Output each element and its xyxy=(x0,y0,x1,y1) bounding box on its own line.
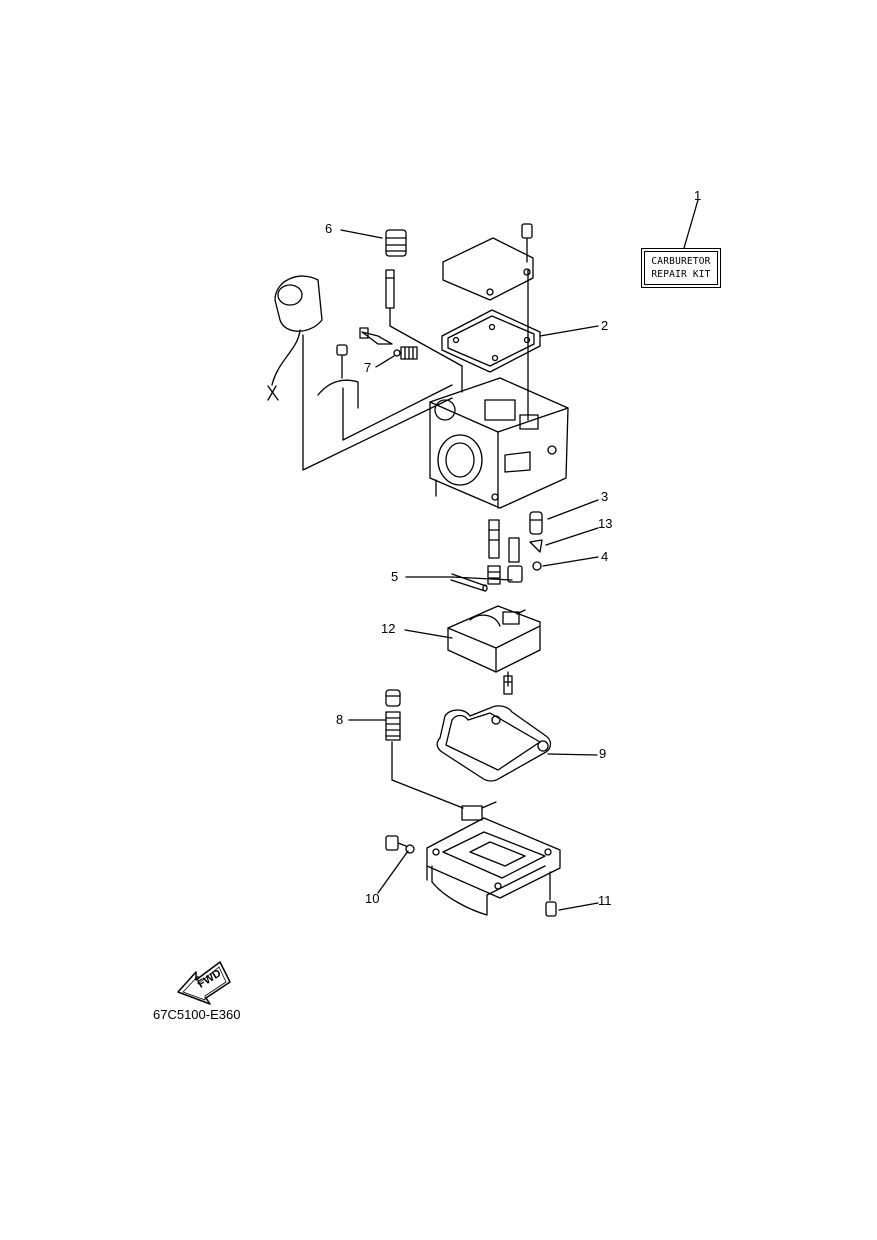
leader-lines xyxy=(340,199,699,911)
callout-11: 11 xyxy=(598,893,612,908)
callout-8: 8 xyxy=(336,712,344,727)
part-5-pin xyxy=(450,573,488,592)
part-float-bowl xyxy=(426,801,561,916)
callout-10: 10 xyxy=(365,891,380,906)
part-top-cover xyxy=(442,223,534,301)
callout-2: 2 xyxy=(601,318,609,333)
part-13-clip xyxy=(529,539,543,553)
callout-4: 4 xyxy=(601,549,609,564)
callout-9: 9 xyxy=(599,746,607,761)
callout-5: 5 xyxy=(391,569,399,584)
part-10-bolt xyxy=(385,835,415,854)
callout-3: 3 xyxy=(601,489,609,504)
part-jets xyxy=(487,519,523,585)
callout-13: 13 xyxy=(598,516,613,531)
part-11-drain-screw xyxy=(545,901,557,917)
repair-kit-line2: REPAIR KIT xyxy=(651,269,711,280)
part-choke-assembly xyxy=(267,275,418,409)
part-3-needle-valve xyxy=(529,511,543,535)
repair-kit-inner: CARBURETOR REPAIR KIT xyxy=(644,251,718,285)
repair-kit-line1: CARBURETOR xyxy=(651,256,711,267)
part-4-screw xyxy=(532,561,542,571)
callout-1: 1 xyxy=(694,188,702,203)
callout-12: 12 xyxy=(381,621,396,636)
callout-7: 7 xyxy=(364,360,372,375)
fwd-arrow-icon xyxy=(177,961,231,1005)
diagram-code: 67C5100-E360 xyxy=(153,1007,241,1022)
repair-kit-box: CARBURETOR REPAIR KIT xyxy=(641,248,721,288)
assembly-lines xyxy=(302,269,551,901)
part-9-float-gasket xyxy=(436,705,552,782)
part-8-jet-spring xyxy=(385,689,401,741)
part-carburetor-body xyxy=(429,377,569,509)
callout-6: 6 xyxy=(325,221,333,236)
part-2-gasket xyxy=(441,309,541,373)
part-12-float xyxy=(447,605,541,695)
part-6-spring-cap xyxy=(385,229,407,309)
